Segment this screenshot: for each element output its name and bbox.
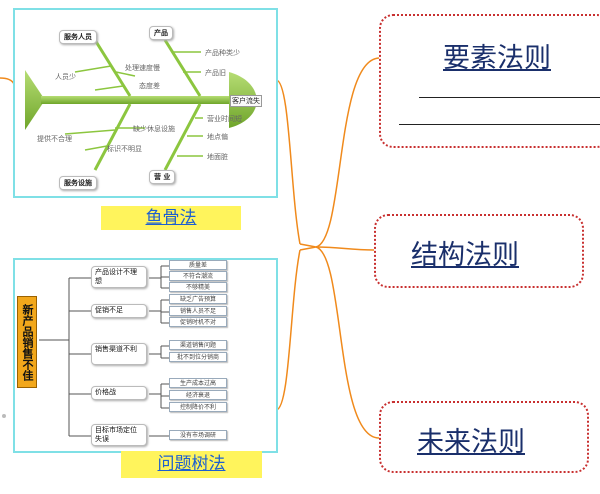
tree-branch-2: 销售渠道不利 [91,343,147,365]
tree-leaf-0-0: 质量差 [169,260,227,270]
small-gray-dot-2 [2,414,6,418]
tree-leaf-1-0: 缺乏广告预算 [169,294,227,304]
fish-minor-bones [64,51,203,157]
problem-tree-root: 新产品销售不佳 [17,296,37,388]
connector-rule-1 [315,57,380,248]
tree-branch-0: 产品设计不理想 [91,266,147,288]
tree-branch-3: 价格战 [91,386,147,400]
tree-leaf-1-2: 促销时机不对 [169,317,227,327]
tree-leaf-3-1: 经济衰退 [169,390,227,400]
blank-line-2 [399,124,600,125]
fishbone-diagram [25,39,257,171]
tree-branch-1: 促销不足 [91,304,147,318]
tree-leaf-0-2: 不够精美 [169,282,227,292]
fishbone-panel: 服务人员 产品 服务设施 营 业 客户流失 人员少 处理速度慢 态度差 产品种类… [13,8,278,198]
problem-tree-caption: 问题树法 [121,451,262,478]
rule-box-structure [374,214,584,288]
fishbone-cause-people-0: 人员少 [55,73,76,81]
fishbone-category-business: 营 业 [149,170,176,184]
fishbone-category-people: 服务人员 [59,30,97,44]
tree-leaf-1-1: 销售人员不足 [169,306,227,316]
tree-branch-4: 目标市场定位失误 [91,424,147,446]
mindmap-connectors [0,57,380,439]
fishbone-cause-business-1: 地点偏 [207,133,228,141]
tree-leaf-2-0: 渠道销售问题 [169,340,227,350]
fishbone-head-label: 客户流失 [230,95,262,107]
rule-label-structure: 结构法则 [411,240,519,271]
fishbone-caption: 鱼骨法 [101,206,241,230]
fishbone-cause-product-1: 产品旧 [205,69,226,77]
rule-box-future [379,401,589,473]
fish-tail [25,70,45,130]
connector-fishbone [275,79,301,245]
rule-label-elements: 要素法则 [443,43,551,74]
fish-bones [93,39,202,171]
fishbone-cause-facility-0: 缺少休息设施 [133,125,175,133]
fishbone-cause-business-2: 地面脏 [207,153,228,161]
tree-leaf-3-0: 生产成本过高 [169,378,227,388]
rule-label-future: 未来法则 [417,427,525,458]
connector-left-stub [0,77,15,85]
fishbone-cause-people-2: 态度差 [139,82,160,90]
fishbone-cause-product-0: 产品种类少 [205,49,240,57]
fishbone-cause-people-1: 处理速度慢 [125,64,160,72]
tree-leaf-3-2: 控制降价不利 [169,402,227,412]
connector-rule-2 [315,246,375,251]
tree-leaf-0-1: 不符合潮流 [169,271,227,281]
fish-spine [41,96,231,104]
fishbone-cause-facility-2: 标识不明显 [107,145,142,153]
fishbone-cause-business-0: 营业时间短 [207,115,242,123]
connector-hub [299,243,317,251]
tree-leaf-2-1: 批不到位分销商 [169,352,227,362]
tree-leaf-4-0: 没有市场调研 [169,430,227,440]
fishbone-category-facility: 服务设施 [59,176,97,190]
rule-box-elements [379,14,600,148]
fishbone-category-product: 产品 [149,26,173,40]
blank-line-1 [419,97,600,98]
problem-tree-lines [39,265,169,437]
connector-rule-3 [315,246,380,439]
connector-tree [275,249,301,411]
fishbone-cause-facility-1: 提供不合理 [37,135,72,143]
